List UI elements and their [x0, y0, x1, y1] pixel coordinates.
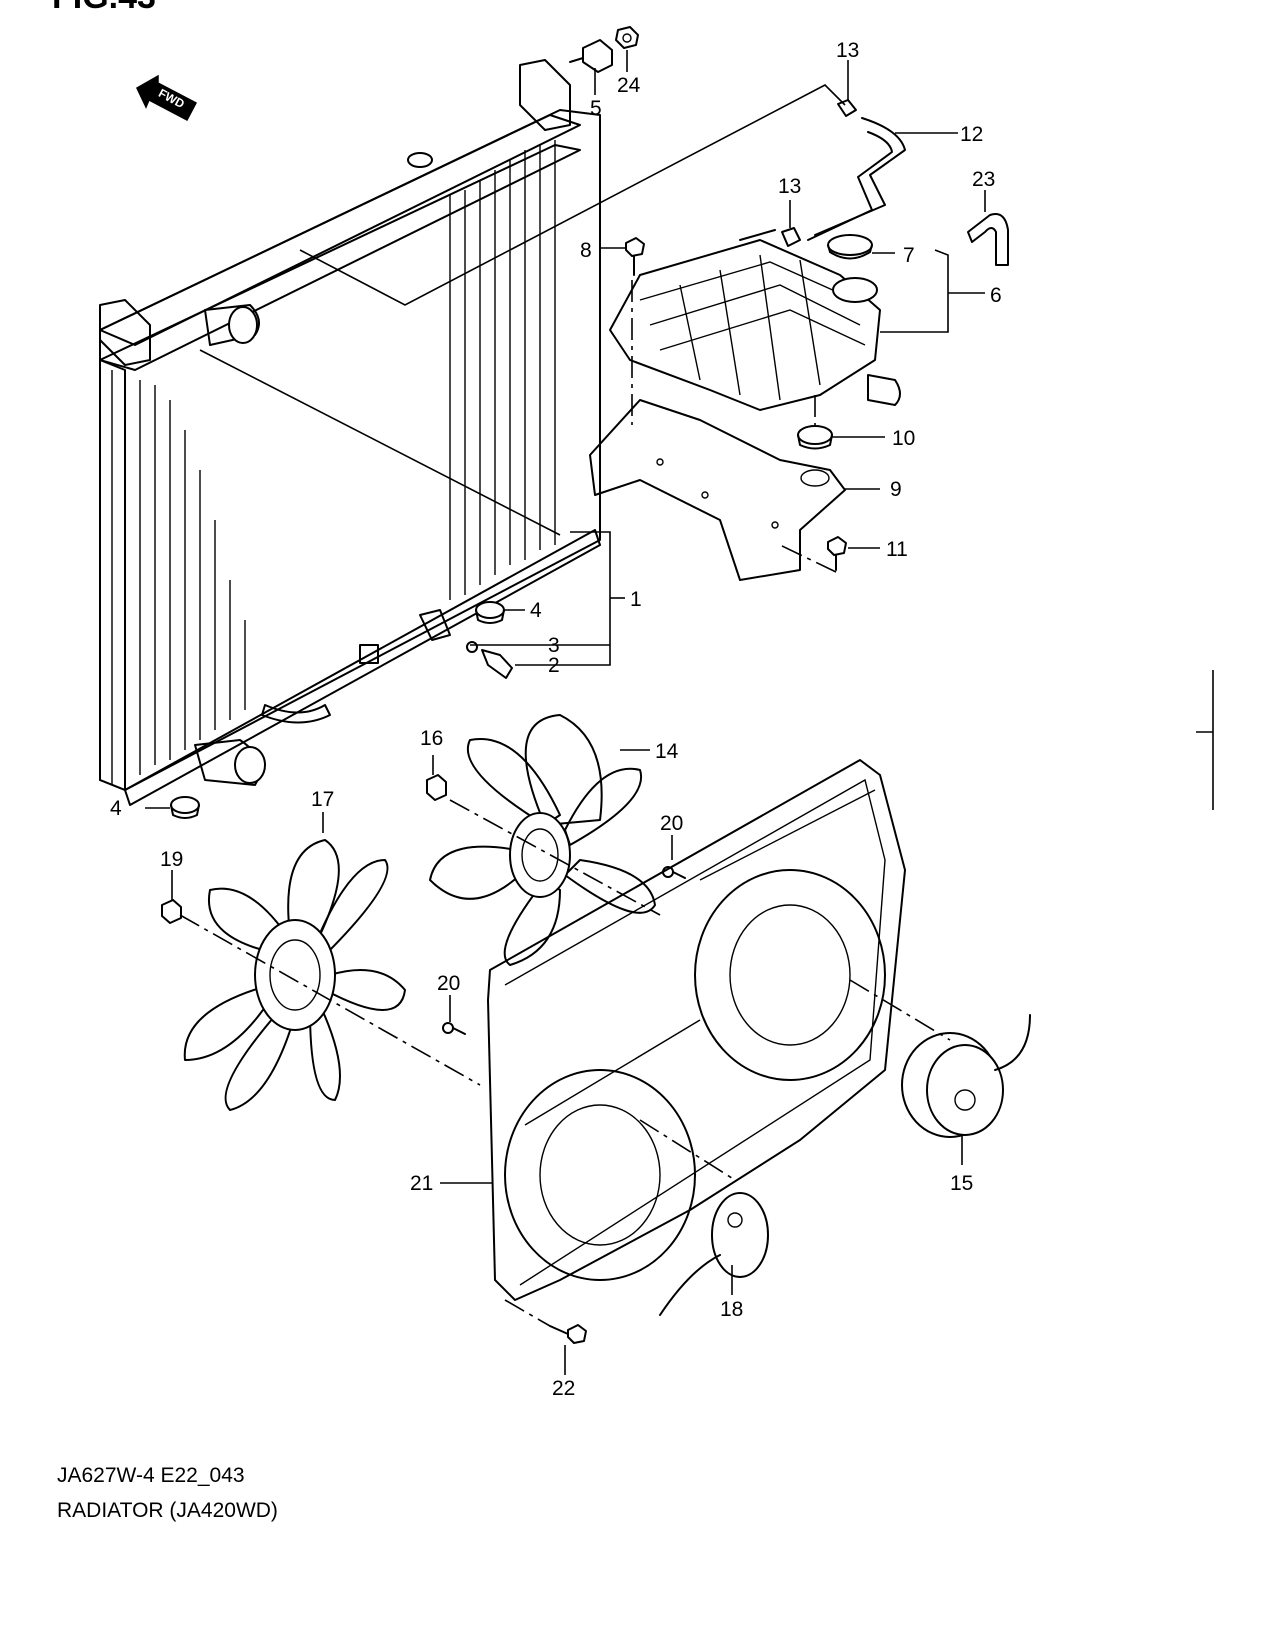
reservoir-hose-part	[814, 117, 906, 236]
screw-part	[662, 866, 686, 879]
callout-3: 3	[548, 634, 560, 657]
callout-5: 5	[590, 97, 602, 120]
bolt-part	[827, 536, 847, 571]
callout-16: 16	[420, 727, 443, 750]
fan-shroud-part	[487, 759, 906, 1301]
callout-19: 19	[160, 848, 183, 871]
callout-17: 17	[311, 788, 334, 811]
callout-15: 15	[950, 1172, 973, 1195]
callout-20: 20	[660, 812, 683, 835]
callout-18: 18	[720, 1298, 743, 1321]
reservoir-cap-part	[827, 234, 873, 260]
callout-7: 7	[903, 244, 915, 267]
callout-14: 14	[655, 740, 679, 763]
figure-code: JA627W-4 E22_043	[57, 1464, 245, 1487]
callout-4-lower: 4	[110, 797, 122, 820]
bolt-part	[549, 1324, 587, 1344]
callout-22: 22	[552, 1377, 575, 1400]
grommet-part	[797, 425, 833, 450]
fan-nut-part	[426, 774, 447, 801]
assembly-lines	[179, 84, 951, 1327]
figure-title: FIG.43	[52, 0, 156, 16]
drain-plug-part	[569, 39, 613, 73]
callout-2: 2	[548, 654, 560, 677]
callout-11: 11	[886, 538, 908, 561]
callout-leaders	[145, 50, 986, 1375]
o-ring-part	[466, 641, 478, 653]
grommet-part	[475, 601, 505, 624]
figure-caption: RADIATOR (JA420WD)	[57, 1499, 278, 1522]
fan-motor-part	[659, 1192, 769, 1316]
grommet-part	[170, 796, 200, 819]
screw-part	[442, 1022, 466, 1035]
callout-21: 21	[410, 1172, 433, 1195]
temperature-sensor-part	[481, 649, 513, 679]
cooling-fan-upper	[429, 714, 656, 966]
hose-clamp-part	[837, 99, 857, 117]
radiator-core	[99, 59, 601, 806]
callout-9: 9	[890, 478, 902, 501]
callout-12: 12	[960, 123, 983, 146]
hose-clamp-part	[781, 227, 801, 247]
nut-part	[615, 26, 639, 49]
fan-nut-part	[161, 899, 182, 924]
fan-motor-part	[901, 1014, 1031, 1138]
callout-20-lower: 20	[437, 972, 460, 995]
callout-13-lower: 13	[778, 175, 801, 198]
small-hose-part	[967, 213, 1009, 266]
callout-13: 13	[836, 39, 859, 62]
callout-23: 23	[972, 168, 995, 191]
cooling-fan-lower	[183, 839, 406, 1111]
callout-10: 10	[892, 427, 915, 450]
callout-1: 1	[630, 588, 642, 611]
fwd-arrow-icon: FWD	[136, 74, 198, 122]
radiator-fins	[139, 140, 556, 775]
reservoir-bracket-part	[589, 399, 846, 581]
callout-24: 24	[617, 74, 641, 97]
reservoir-tank-part	[609, 229, 901, 411]
callout-4: 4	[530, 599, 542, 622]
callout-8: 8	[580, 239, 592, 262]
bolt-part	[625, 237, 645, 276]
callout-6: 6	[990, 284, 1002, 307]
